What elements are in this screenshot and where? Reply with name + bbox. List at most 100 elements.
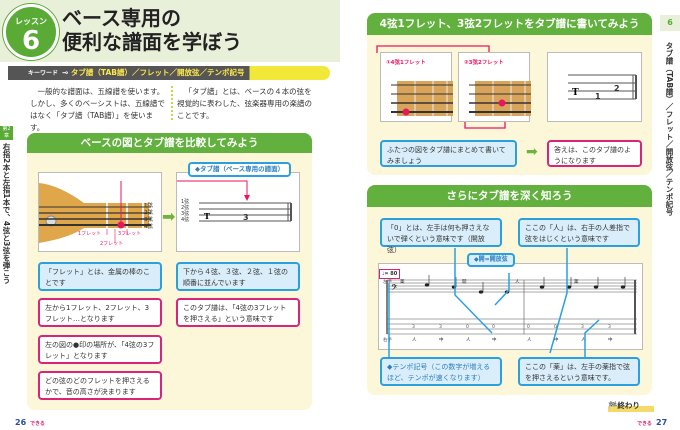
tab-value: 3 [439,325,442,330]
tab-number: 3 [243,213,249,222]
fretboard [469,81,531,116]
tab-value: 3 [412,325,415,330]
lesson-label: レッスン [15,17,47,26]
diagram-label: ①4弦1フレット [386,60,426,66]
right-hand-mark: 中 [608,338,613,343]
left-hand-mark: 薬 [400,280,405,285]
title-line2: 便利な譜面を学ぼう [62,30,242,54]
right-hand-label: 右手 [383,338,392,343]
right-hand-mark: 人 [581,338,586,343]
fret-diagram-2: ②3弦2フレット [458,52,531,122]
end-marker: 🏁終わり [608,400,654,412]
callout: 左から1フレット、2フレット、3フレット…となります [38,298,162,327]
key-icon: ⊸ [62,68,71,77]
string-label: 4弦 [181,217,190,223]
answer-tab: T [547,52,642,122]
svg-text:𝄢: 𝄢 [391,284,398,295]
intro-left: 一般的な譜面は、五線譜を使います。しかし、多くのベーシストは、五線譜ではなく「タ… [30,87,165,132]
section-title: 4弦1フレット、3弦2フレットをタブ譜に書いてみよう [367,13,652,35]
arrow-right-icon: ➡ [162,207,176,226]
keyword-bar: キーワード⊸ タブ譜（TAB譜）／フレット／開放弦／テンポ記号 [8,66,330,80]
callout: 左の図の●印の場所が、「4弦の3フレット」となります [38,335,162,364]
chapter-tab: 第2章 [0,126,13,140]
checkered-flag-icon: 🏁 [608,401,618,410]
divider [171,86,173,120]
tab-staff: T [568,74,637,100]
tab-value: 0 [466,325,469,330]
section-title: さらにタブ譜を深く知ろう [367,185,652,207]
brand: できる [637,421,652,427]
fret-label: 2フレット [100,241,124,247]
page-number: 27 [656,418,668,427]
string-label: 4弦 [144,224,153,230]
tab-label: ◆タブ譜（ベース専用の譜面） [188,162,292,177]
callout: 「フレット」とは、金属の棒のことです [38,262,162,291]
right-hand-mark: 中 [439,338,444,343]
fret-dot [117,221,125,229]
intro-right: 「タブ譜」とは、ベースの４本の弦を視覚的に表わした、弦楽器専用の楽譜のことです。 [177,87,312,120]
string-label: 1弦 [181,199,190,205]
left-hand-label: 左手 [383,280,392,285]
section-title: ベースの図とタブ譜を比較してみよう [27,133,312,153]
callout-ring-finger: ここの「薬」は、左手の薬指で弦を押さえるという意味です。 [518,357,640,386]
callout-tempo: ◆テンポ記号（この数字が増えるほど、テンポが速くなります） [380,357,502,386]
string-label: 1弦 [144,203,153,209]
left-hand-mark: 人 [515,280,520,285]
callout: 下から４弦、３弦、２弦、１弦の順番に並んでいます [176,262,300,291]
page-title: ベース専用の 便利な譜面を学ぼう [62,6,242,54]
right-hand-mark: 中 [492,338,497,343]
string-label: 2弦 [144,210,153,216]
right-hand-mark: 中 [554,338,559,343]
tempo-mark: ♩= 80 [379,269,401,279]
bass-diagram [38,172,162,252]
side-lesson-number: 6 [660,15,680,31]
tab-number: 1 [595,92,601,101]
string-label: 3弦 [181,211,190,217]
bass-neck-illustration [39,181,151,243]
tab-value: 3 [608,325,611,330]
fret-label: 3フレット [118,231,142,237]
open-label: ◆開=開放弦 [467,253,515,267]
fret-label: 1フレット [78,231,102,237]
page-number: 26 [15,418,27,427]
left-hand-mark: 薬 [574,280,579,285]
string-label: 2弦 [181,205,190,211]
tab-value: 0 [554,325,557,330]
svg-text:T: T [572,88,579,98]
lesson-number: 6 [21,26,41,56]
title-line1: ベース専用の [62,6,181,30]
callout: ふたつの図をタブ譜にまとめて書いてみましょう [380,140,517,167]
side-keywords: タブ譜（TAB譜）／フレット／開放弦／テンポ記号 [665,42,674,216]
callout-index-finger: ここの「人」は、右手の人差指で弦をはじくという意味です [518,218,640,247]
end-label: 終わり [617,401,640,410]
tab-diagram: T [122,172,300,252]
fret-diagram-1: ①4弦1フレット [380,52,453,122]
callout-open-string: 「0」とは、左手は何も押さえないで弾くという意味です（開放弦） [380,218,502,254]
fretboard [391,81,453,116]
right-hand-mark: 人 [466,338,471,343]
right-hand-mark: 人 [527,338,532,343]
keywords: タブ譜（TAB譜）／フレット／開放弦／テンポ記号 [70,68,245,77]
pointer-lines [388,248,600,357]
tab-value: 3 [581,325,584,330]
callout: このタブ譜は、「4弦の3フレットを押さえる」という意味です [176,298,300,327]
brand: できる [30,421,45,427]
tab-value: 0 [492,325,495,330]
callout: 答えは、このタブ譜のようになります [547,140,642,167]
chapter-title: 右指2本と左指1本で、4弦と3弦を弾こう [2,143,11,284]
svg-text:T: T [204,211,210,221]
tab-value: 0 [527,325,530,330]
callout: どの弦のどのフレットを押さえるかで、音の高さが決まります [38,371,162,400]
arrow-right-icon: ➡ [526,144,538,160]
tab-number: 2 [614,84,620,93]
score: 𝄢 [378,263,643,350]
right-hand-mark: 人 [412,338,417,343]
keyword-label: キーワード [28,70,59,77]
tab-staff: T [122,180,292,222]
string-label: 3弦 [144,217,153,223]
left-hand-mark: 開 [462,280,467,285]
diagram-label: ②3弦2フレット [464,60,504,66]
lesson-badge: レッスン 6 [3,4,59,60]
